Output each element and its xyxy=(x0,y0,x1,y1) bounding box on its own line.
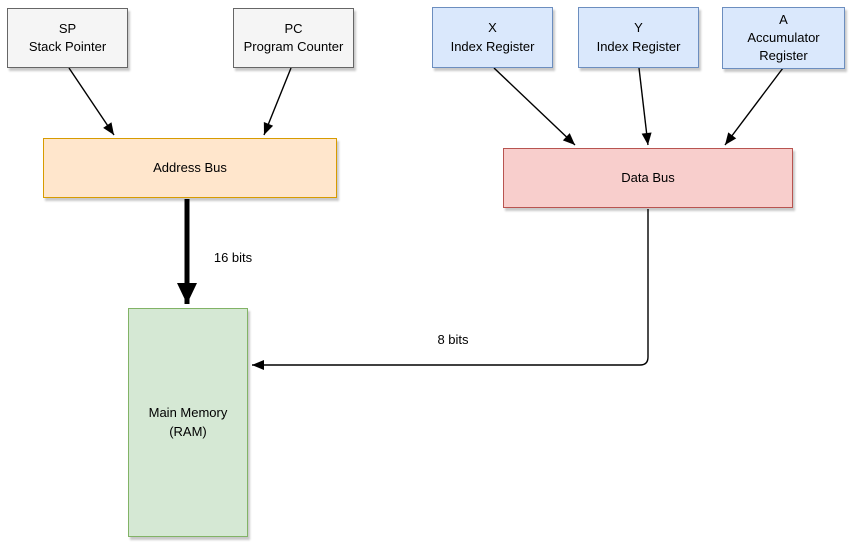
data-bus-box: Data Bus xyxy=(503,148,793,208)
edge-x-to-data-bus xyxy=(493,67,576,146)
main-memory-label: Main Memory (RAM) xyxy=(148,405,228,439)
edge-a-to-data-bus xyxy=(724,67,784,146)
register-box-y-index: Y Index Register xyxy=(578,7,699,68)
edge-sp-to-address-bus xyxy=(68,67,115,136)
x-index-register-label: X Index Register xyxy=(450,20,535,54)
stack-pointer-label: SP Stack Pointer xyxy=(28,20,107,54)
edge-pc-to-address-bus xyxy=(263,67,292,136)
address-bus-width-label: 16 bits xyxy=(213,250,253,265)
main-memory-box: Main Memory (RAM) xyxy=(128,308,248,537)
edge-data-bus-to-memory xyxy=(252,209,649,370)
y-index-register-label: Y Index Register xyxy=(596,20,681,54)
register-box-stack-pointer: SP Stack Pointer xyxy=(7,8,128,68)
data-bus-label: Data Bus xyxy=(621,169,675,185)
address-bus-label: Address Bus xyxy=(153,159,227,175)
program-counter-label: PC Program Counter xyxy=(243,20,344,54)
register-box-program-counter: PC Program Counter xyxy=(233,8,354,68)
address-bus-box: Address Bus xyxy=(43,138,337,198)
register-box-x-index: X Index Register xyxy=(432,7,553,68)
edge-y-to-data-bus xyxy=(638,67,652,146)
accumulator-register-label: A Accumulator Register xyxy=(747,11,820,64)
register-box-accumulator: A Accumulator Register xyxy=(722,7,845,69)
data-bus-width-label: 8 bits xyxy=(437,332,469,347)
